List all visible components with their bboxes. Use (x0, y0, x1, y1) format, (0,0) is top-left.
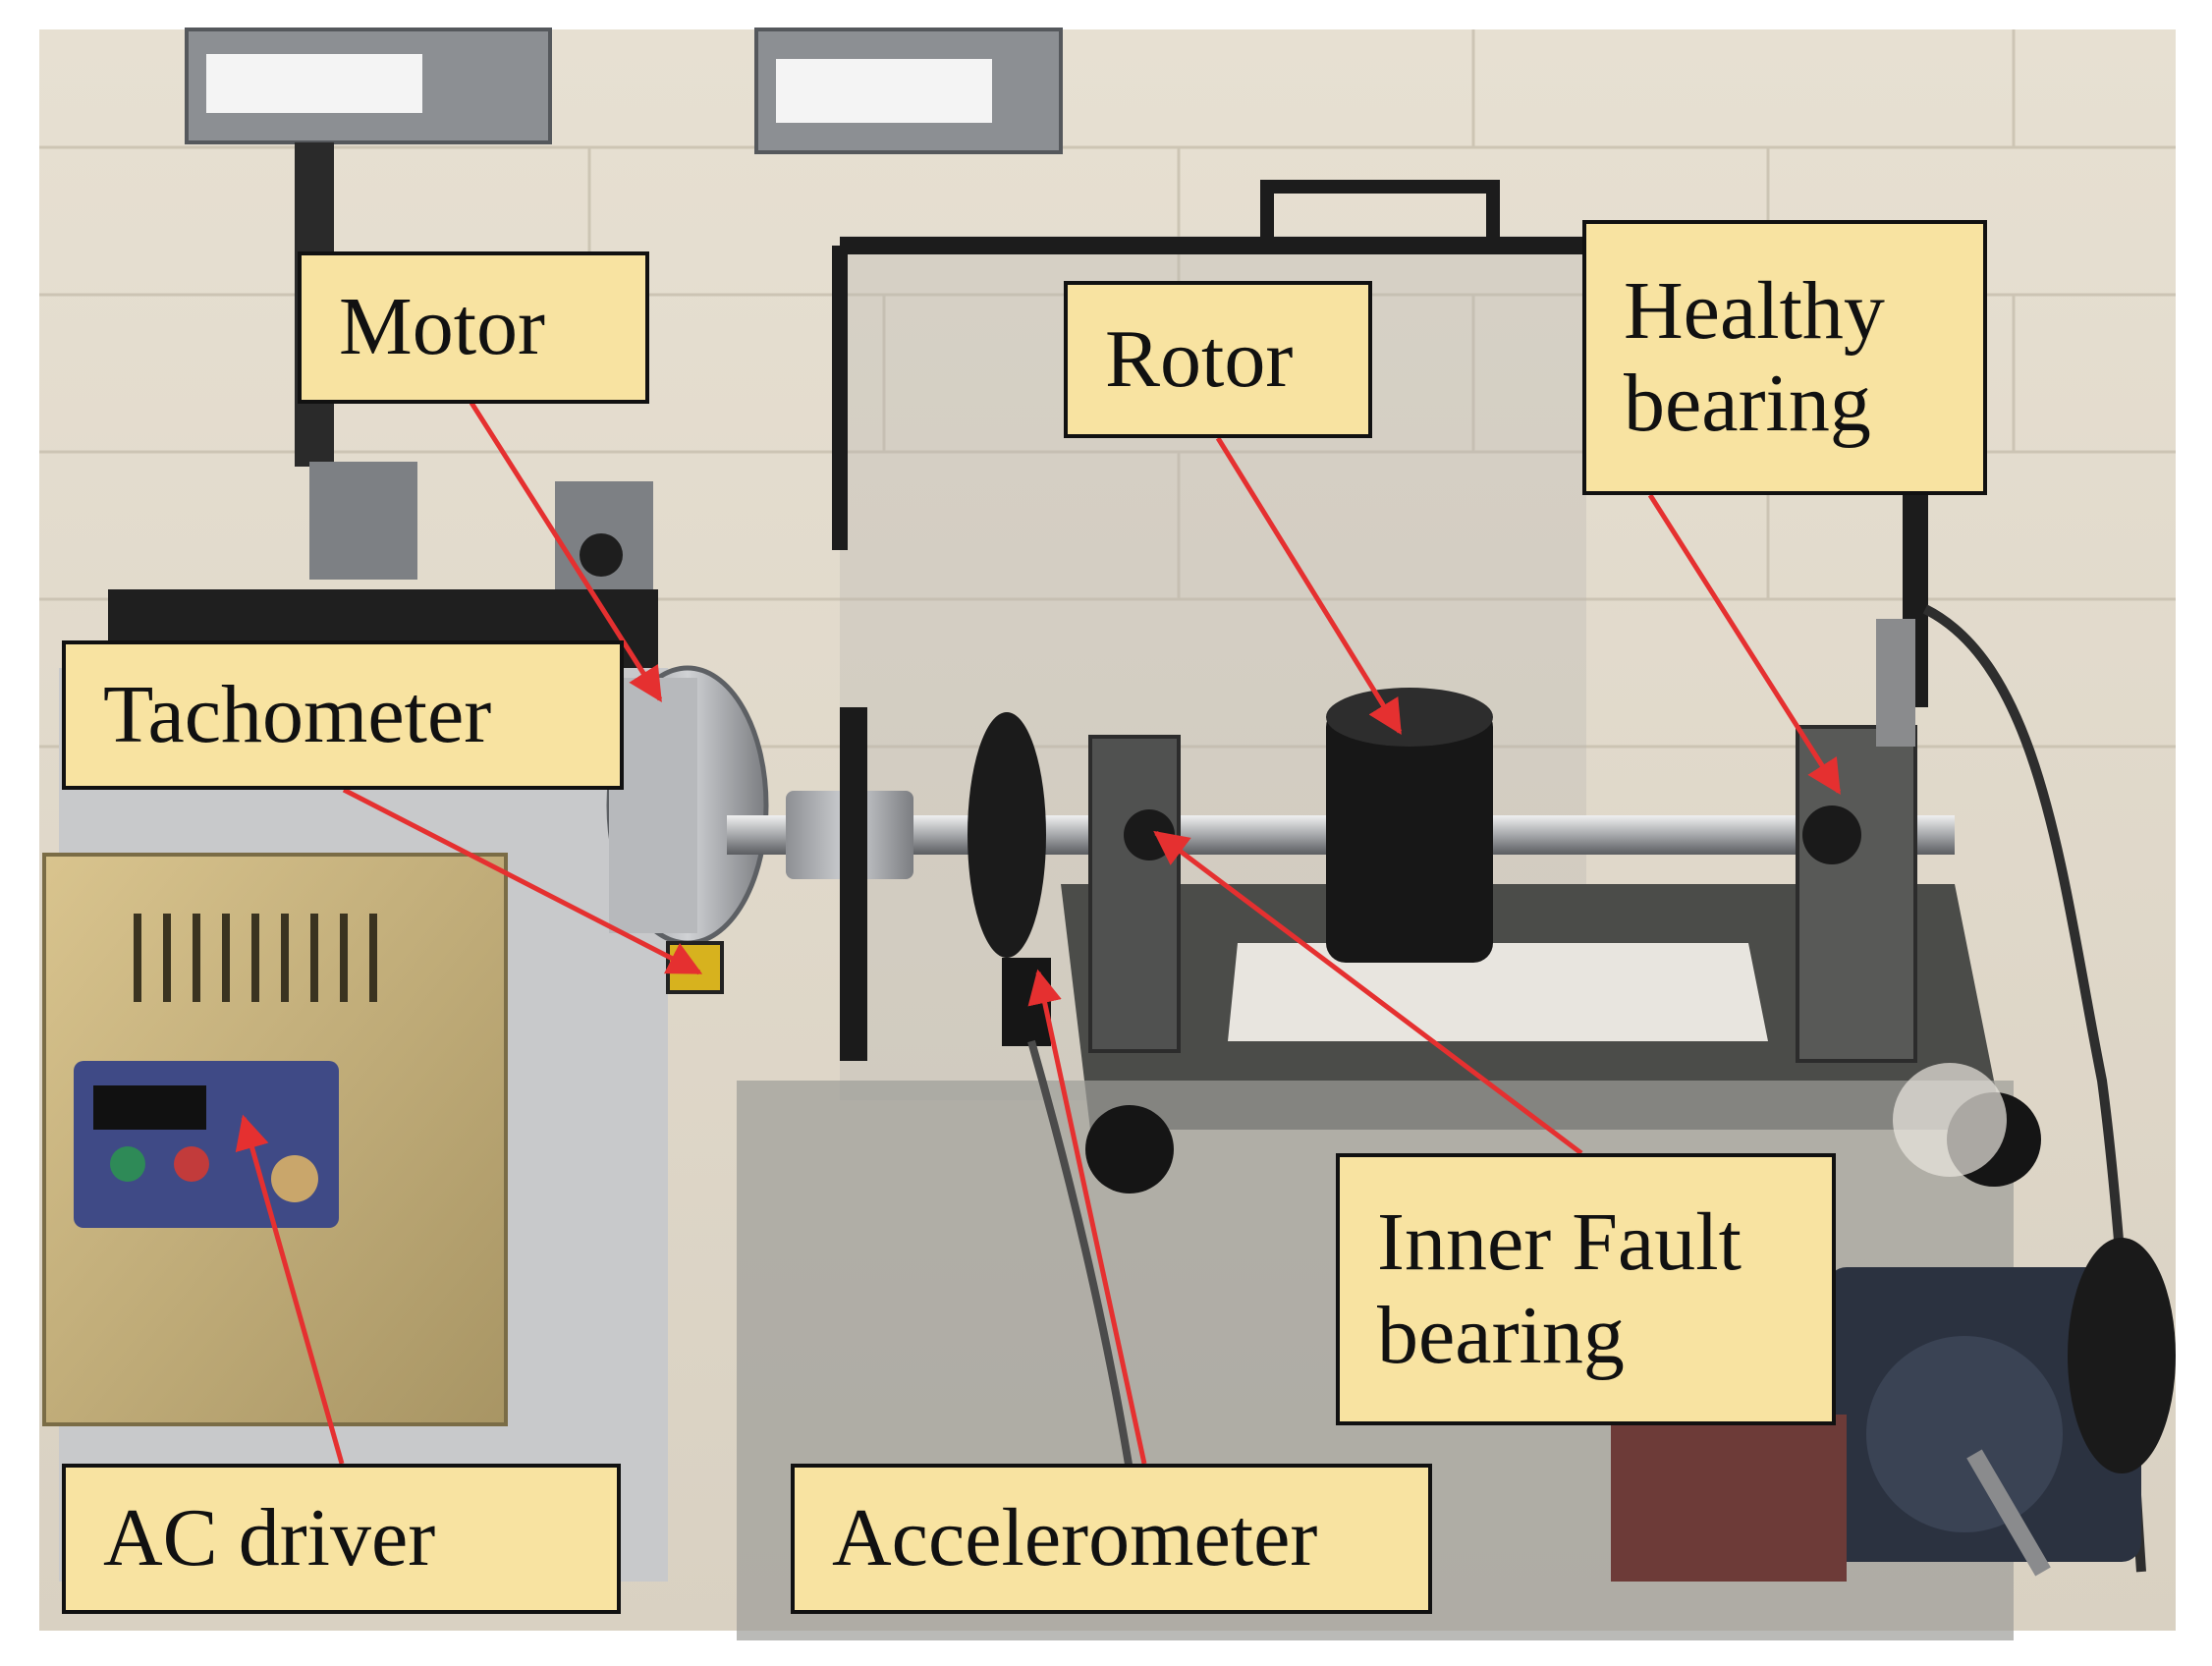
gearbox-shaft (1966, 1449, 2051, 1577)
annotation-arrows (235, 401, 1842, 1465)
healthy-bearing-housing (1796, 725, 1917, 1063)
driver-run-button (110, 1146, 145, 1182)
red-platform (1611, 1415, 1847, 1582)
label-healthy-bearing-line2: bearing (1624, 358, 1871, 449)
label-healthy-bearing: Healthy bearing (1582, 220, 1987, 495)
label-tachometer-text: Tachometer (103, 668, 492, 760)
label-accelerometer-text: Accelerometer (832, 1492, 1318, 1584)
label-motor: Motor (298, 251, 649, 404)
arrow-tachometer (342, 787, 703, 975)
guard-handle (1260, 180, 1500, 246)
label-tachometer: Tachometer (62, 640, 624, 790)
outlet-box-1 (309, 462, 417, 580)
arrow-rotor (1215, 436, 1403, 735)
knob-dial-right (1893, 1063, 2007, 1177)
label-inner-fault-bearing-line1: Inner Fault (1377, 1196, 1742, 1289)
label-inner-fault-bearing: Inner Fault bearing (1336, 1153, 1836, 1425)
guard-bracket (840, 707, 867, 1061)
healthy-bearing-sensor (1876, 619, 1915, 747)
label-inner-fault-bearing-line2: bearing (1377, 1289, 1625, 1381)
label-ac-driver: AC driver (62, 1464, 621, 1614)
rotor-top-face (1326, 688, 1493, 747)
label-rotor: Rotor (1064, 281, 1372, 438)
arrow-motor (469, 401, 663, 702)
pulley-wheel (2068, 1238, 2176, 1473)
motor-flange (609, 678, 697, 933)
label-healthy-bearing-line1: Healthy (1624, 264, 1885, 357)
adjustment-knob-left (1085, 1105, 1174, 1194)
balancing-disk (968, 712, 1046, 958)
outlet-plug (580, 533, 623, 577)
gearbox-cover (1866, 1336, 2063, 1532)
label-accelerometer: Accelerometer (791, 1464, 1432, 1614)
arrow-healthy-bearing (1647, 493, 1842, 795)
driver-display (93, 1085, 206, 1130)
rotor-disk (1326, 707, 1493, 963)
label-motor-text: Motor (339, 281, 545, 373)
label-ac-driver-text: AC driver (103, 1492, 436, 1584)
warning-label-right (776, 59, 992, 123)
healthy-bearing (1802, 805, 1861, 864)
base-plate-cutout (1228, 943, 1768, 1041)
inner-fault-bearing-housing (1088, 735, 1181, 1053)
driver-dial (271, 1155, 318, 1202)
driver-vents (134, 914, 377, 1002)
arrow-ac-driver (235, 1114, 345, 1465)
driver-stop-button (174, 1146, 209, 1182)
warning-label-left (206, 54, 422, 113)
inner-fault-bearing (1124, 809, 1175, 861)
label-rotor-text: Rotor (1105, 312, 1294, 405)
arrow-inner-fault-bearing (1153, 830, 1583, 1155)
arrow-accelerometer (1027, 969, 1147, 1465)
